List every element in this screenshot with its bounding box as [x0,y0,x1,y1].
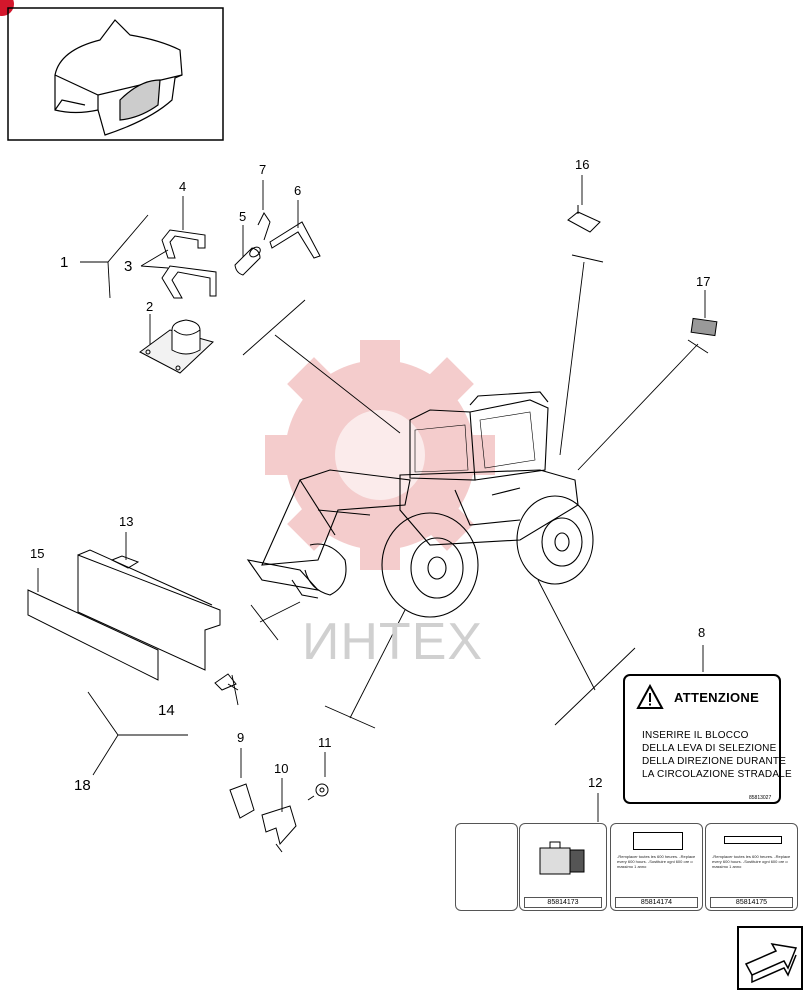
part-16-drawing [567,205,601,233]
callout-10: 10 [274,761,289,776]
warning-code: 85813027 [749,795,772,801]
next-page-arrow-icon[interactable] [744,943,798,984]
warning-triangle-icon [636,684,664,709]
decal-code-2: 85814174 [615,897,698,908]
callout-5: 5 [239,209,247,224]
part-5-6-7-drawing [234,212,321,276]
decal-card-blank [455,823,518,911]
decal-code-1: 85814173 [524,897,602,908]
inset-frame [7,7,224,141]
callout-7: 7 [259,162,267,177]
cab-roof-shell-icon [54,19,183,136]
telehandler-machine-drawing [246,391,594,618]
part-17-drawing [690,317,718,337]
warning-line-3: DELLA DIREZIONE DURANTE [642,756,787,767]
watermark-text: ИНТЕХ [302,613,484,671]
decal-code-3: 85814175 [710,897,793,908]
callout-18: 18 [74,777,91,794]
warning-heading: ATTENZIONE [674,690,760,705]
decal-card-3: -Remplacer toutes les 600 heures. -Repla… [705,823,798,911]
warning-line-2: DELLA LEVA DI SELEZIONE [642,743,777,754]
callout-2: 2 [146,299,154,314]
decal-text-3: -Remplacer toutes les 600 heures. -Repla… [712,854,791,869]
callout-6: 6 [294,183,302,198]
callout-16: 16 [575,157,590,172]
filter-cartridge-icon [539,841,585,875]
decal-card-1: 85814173 [519,823,607,911]
callout-15: 15 [30,546,45,561]
part-14-drawing [214,673,239,691]
leader-lines [37,175,709,822]
callout-1: 1 [60,254,69,271]
part-13-15-drawing [27,549,221,681]
callout-4: 4 [179,179,187,194]
part-9-10-11-drawing [229,783,329,853]
callout-17: 17 [696,274,711,289]
part-2-drawing [139,319,214,374]
decal-symbol-bar [724,836,782,844]
callout-3: 3 [124,258,133,275]
callout-13: 13 [119,514,134,529]
callout-14: 14 [158,702,175,719]
warning-line-1: INSERIRE IL BLOCCO [642,730,749,741]
next-page-button[interactable] [737,926,803,990]
decal-symbol-box [633,832,683,850]
callout-8: 8 [698,625,706,640]
red-circle-icon [0,0,14,16]
callout-12: 12 [588,775,603,790]
warning-line-4: LA CIRCOLAZIONE STRADALE [642,769,792,780]
part-3-4-drawing [161,229,217,299]
decal-text-2: -Remplacer toutes les 600 heures. -Repla… [617,854,696,869]
decal-card-2: -Remplacer toutes les 600 heures. -Repla… [610,823,703,911]
callout-11: 11 [318,735,332,750]
callout-9: 9 [237,730,245,745]
